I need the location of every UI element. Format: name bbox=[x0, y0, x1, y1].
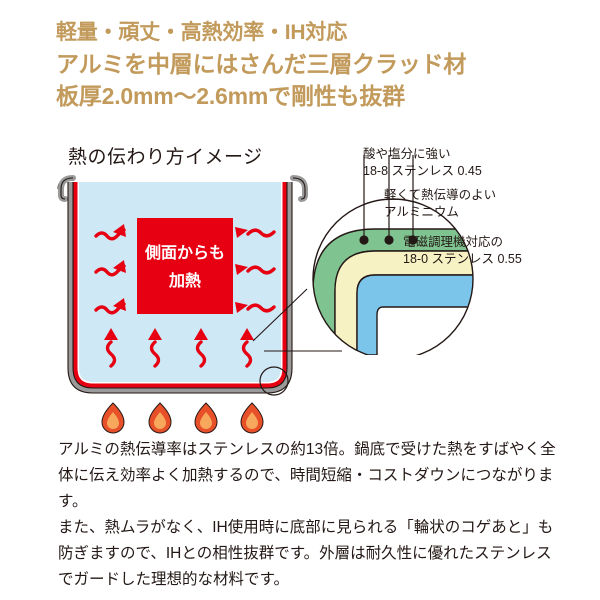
left-side-heat-arrowheads bbox=[113, 224, 126, 311]
dot-inner-stainless bbox=[408, 235, 418, 245]
callout-inner-stainless: 電磁調理機対応の 18-0 ステンレス 0.55 bbox=[403, 234, 522, 267]
flame-icon bbox=[101, 402, 125, 434]
flame-icon bbox=[240, 402, 264, 434]
layer-magnifier bbox=[252, 155, 474, 355]
right-side-heat-arrows bbox=[246, 228, 276, 313]
bottom-heat-arrowheads bbox=[104, 328, 254, 340]
layer-leader-dots bbox=[359, 235, 418, 245]
callout-aluminum: 軽くて熱伝導のよい アルミニウム bbox=[384, 187, 496, 220]
flame-icon bbox=[194, 402, 218, 434]
bottom-heat-arrows bbox=[105, 340, 253, 368]
diagram-title: 熱の伝わり方イメージ bbox=[68, 147, 263, 168]
body-paragraph-1: アルミの熱伝導率はステンレスの約13倍。鍋底で受けた熱をすばやく全体に伝え効率よ… bbox=[58, 441, 556, 510]
pot-illustration: 側面からも 加熱 bbox=[57, 175, 308, 434]
layer-leader-lines bbox=[363, 155, 414, 239]
callout-outer-stainless-line1: 酸や塩分に強い bbox=[363, 147, 451, 161]
inner-stainless-band bbox=[356, 274, 473, 355]
dot-aluminum bbox=[384, 235, 394, 245]
flame-row bbox=[101, 402, 264, 434]
side-heating-label-box bbox=[137, 218, 233, 314]
pot-wall-red bbox=[72, 182, 288, 389]
callout-inner-stainless-line1: 電磁調理機対応の bbox=[403, 235, 504, 249]
callout-outer-stainless-line2: 18-8 ステンレス 0.45 bbox=[363, 163, 482, 178]
headline-line-3: 板厚2.0mm〜2.6mmで剛性も抜群 bbox=[56, 83, 405, 109]
body-paragraph-2: また、熱ムラがなく、IH使用時に底部に見られる「輪状のコゲあと」も防ぎますので、… bbox=[58, 519, 554, 588]
body-copy-block: アルミの熱伝導率はステンレスの約13倍。鍋底で受けた熱をすばやく全体に伝え効率よ… bbox=[58, 437, 558, 593]
flame-icon bbox=[148, 402, 172, 434]
side-heating-label-line1: 側面からも bbox=[144, 243, 225, 262]
magnifier-connector-upper bbox=[252, 288, 308, 342]
magnifier-circle bbox=[312, 198, 474, 355]
callout-outer-stainless: 酸や塩分に強い 18-8 ステンレス 0.45 bbox=[363, 146, 482, 179]
dot-outer-stainless bbox=[359, 235, 369, 245]
headline-block: 軽量・頑丈・高熱効率・IH対応 アルミを中層にはさんだ三層クラッド材 板厚2.0… bbox=[56, 18, 576, 112]
headline-line-1: 軽量・頑丈・高熱効率・IH対応 bbox=[56, 21, 347, 44]
side-heating-label-line2: 加熱 bbox=[168, 271, 201, 290]
heat-transfer-diagram: 熱の伝わり方イメージ 側面からも 加熱 bbox=[0, 130, 600, 435]
magnifier-source-circle bbox=[259, 366, 289, 396]
callout-inner-stainless-line2: 18-0 ステンレス 0.55 bbox=[403, 251, 522, 266]
headline-line-2: アルミを中層にはさんだ三層クラッド材 bbox=[56, 51, 467, 77]
callout-aluminum-line2: アルミニウム bbox=[384, 204, 459, 219]
pot-wall-outer bbox=[68, 182, 292, 393]
callout-aluminum-line1: 軽くて熱伝導のよい bbox=[384, 188, 497, 202]
left-side-heat-arrows bbox=[94, 228, 126, 315]
right-side-heat-arrowheads bbox=[235, 227, 248, 313]
